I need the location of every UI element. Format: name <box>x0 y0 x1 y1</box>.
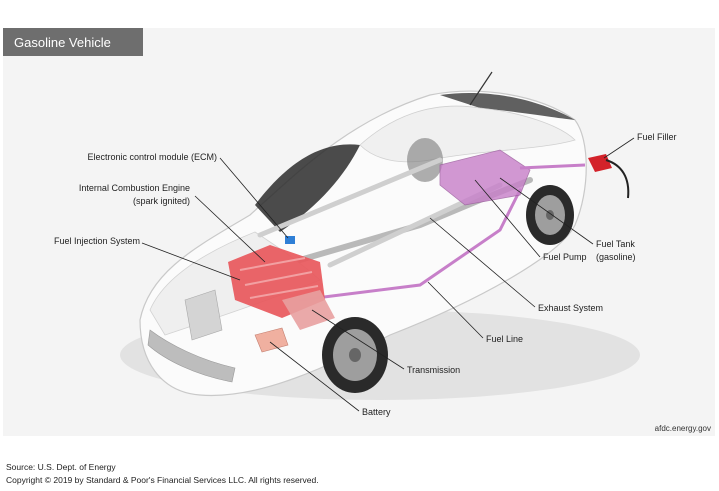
label-ecm: Electronic control module (ECM) <box>87 152 217 162</box>
radiator <box>184 289 223 341</box>
copyright-note: Copyright © 2019 by Standard & Poor's Fi… <box>6 475 319 485</box>
diagram-title: Gasoline Vehicle <box>3 28 143 56</box>
leader-lines <box>141 137 635 412</box>
source-note: Source: U.S. Dept. of Energy <box>6 462 116 472</box>
image-credit: afdc.energy.gov <box>654 424 711 433</box>
leader-transmission <box>311 309 405 370</box>
leader-fuel-tank <box>499 177 594 245</box>
label-fuel-tank-sub: (gasoline) <box>596 252 636 262</box>
battery-unit <box>254 327 289 353</box>
leader-battery <box>269 341 360 412</box>
leader-fuel-line <box>427 281 484 339</box>
leader-fuel-pump <box>474 179 541 258</box>
label-transmission: Transmission <box>407 365 460 375</box>
transmission-unit <box>282 290 335 330</box>
label-ice: Internal Combustion Engine <box>79 183 190 193</box>
leader-exhaust <box>429 217 536 308</box>
label-exhaust: Exhaust System <box>538 303 603 313</box>
fuel-tank <box>439 149 531 206</box>
front-wheel <box>322 317 388 393</box>
windshield <box>255 144 360 232</box>
fuel-filler-pipe <box>519 163 586 170</box>
ecm-module <box>285 236 295 244</box>
fuel-nozzle <box>588 154 630 199</box>
label-ice-sub: (spark ignited) <box>133 196 190 206</box>
label-fuel-line: Fuel Line <box>486 334 523 344</box>
antenna <box>469 71 493 106</box>
front-grille <box>147 329 236 383</box>
label-fuel-filler: Fuel Filler <box>637 132 677 142</box>
rear-wheel <box>526 185 574 245</box>
label-fuel-pump: Fuel Pump <box>543 252 587 262</box>
leader-ecm <box>219 157 289 239</box>
leader-fuel-filler <box>603 137 635 159</box>
label-battery: Battery <box>362 407 391 417</box>
fuel-line <box>298 188 522 302</box>
leader-ice <box>194 195 266 263</box>
label-fuel-tank: Fuel Tank <box>596 239 635 249</box>
leader-fuel-injection <box>141 242 241 281</box>
label-fuel-injection: Fuel Injection System <box>54 236 140 246</box>
